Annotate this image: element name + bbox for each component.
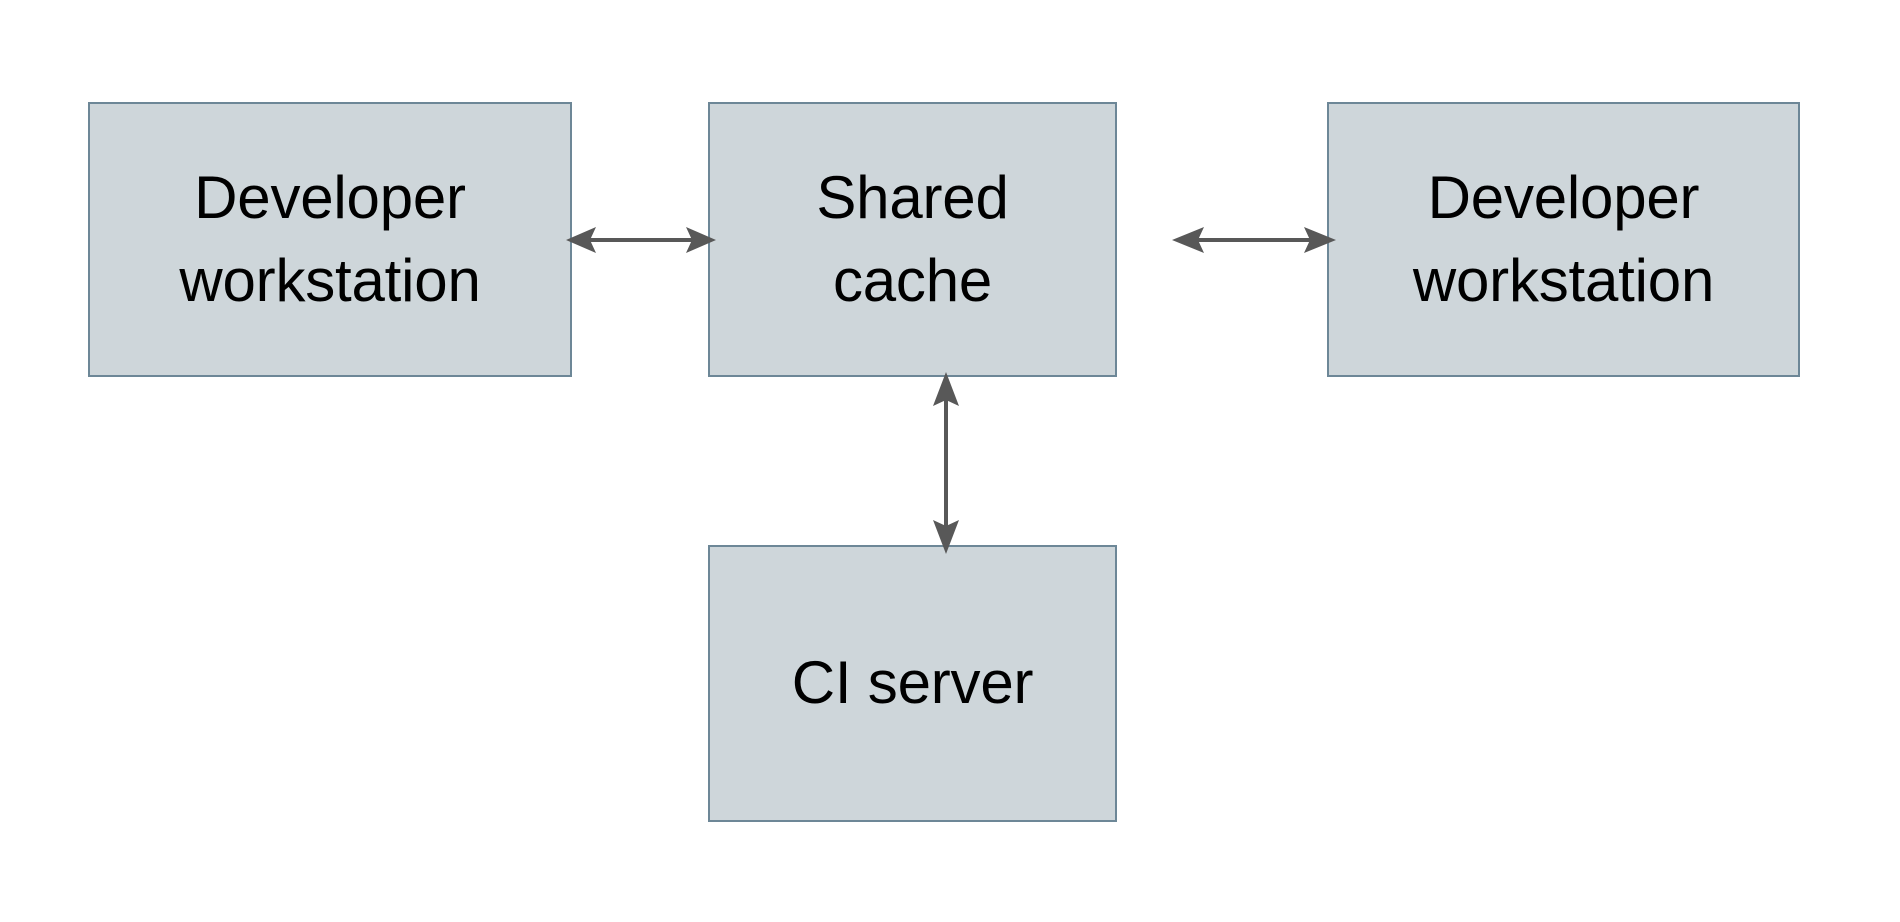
double-arrow-horizontal-icon bbox=[566, 227, 716, 253]
node-developer-workstation-right[interactable]: Developer workstation bbox=[1327, 102, 1800, 377]
edge-developer-workstation-left-to-shared-cache bbox=[566, 216, 716, 264]
node-ci-server[interactable]: CI server bbox=[708, 545, 1117, 822]
double-arrow-vertical-icon bbox=[933, 372, 959, 554]
node-developer-workstation-left[interactable]: Developer workstation bbox=[88, 102, 572, 377]
node-label-ci-server: CI server bbox=[791, 649, 1034, 717]
node-shared-cache[interactable]: Shared cache bbox=[708, 102, 1117, 377]
node-label-developer-workstation-right: Developer workstation bbox=[1412, 163, 1715, 314]
double-arrow-horizontal-icon bbox=[1172, 227, 1336, 253]
node-label-shared-cache: Shared cache bbox=[816, 163, 1009, 314]
node-label-developer-workstation-left: Developer workstation bbox=[179, 163, 481, 314]
edge-shared-cache-to-developer-workstation-right bbox=[1172, 216, 1336, 264]
edge-shared-cache-to-ci-server bbox=[910, 372, 982, 554]
